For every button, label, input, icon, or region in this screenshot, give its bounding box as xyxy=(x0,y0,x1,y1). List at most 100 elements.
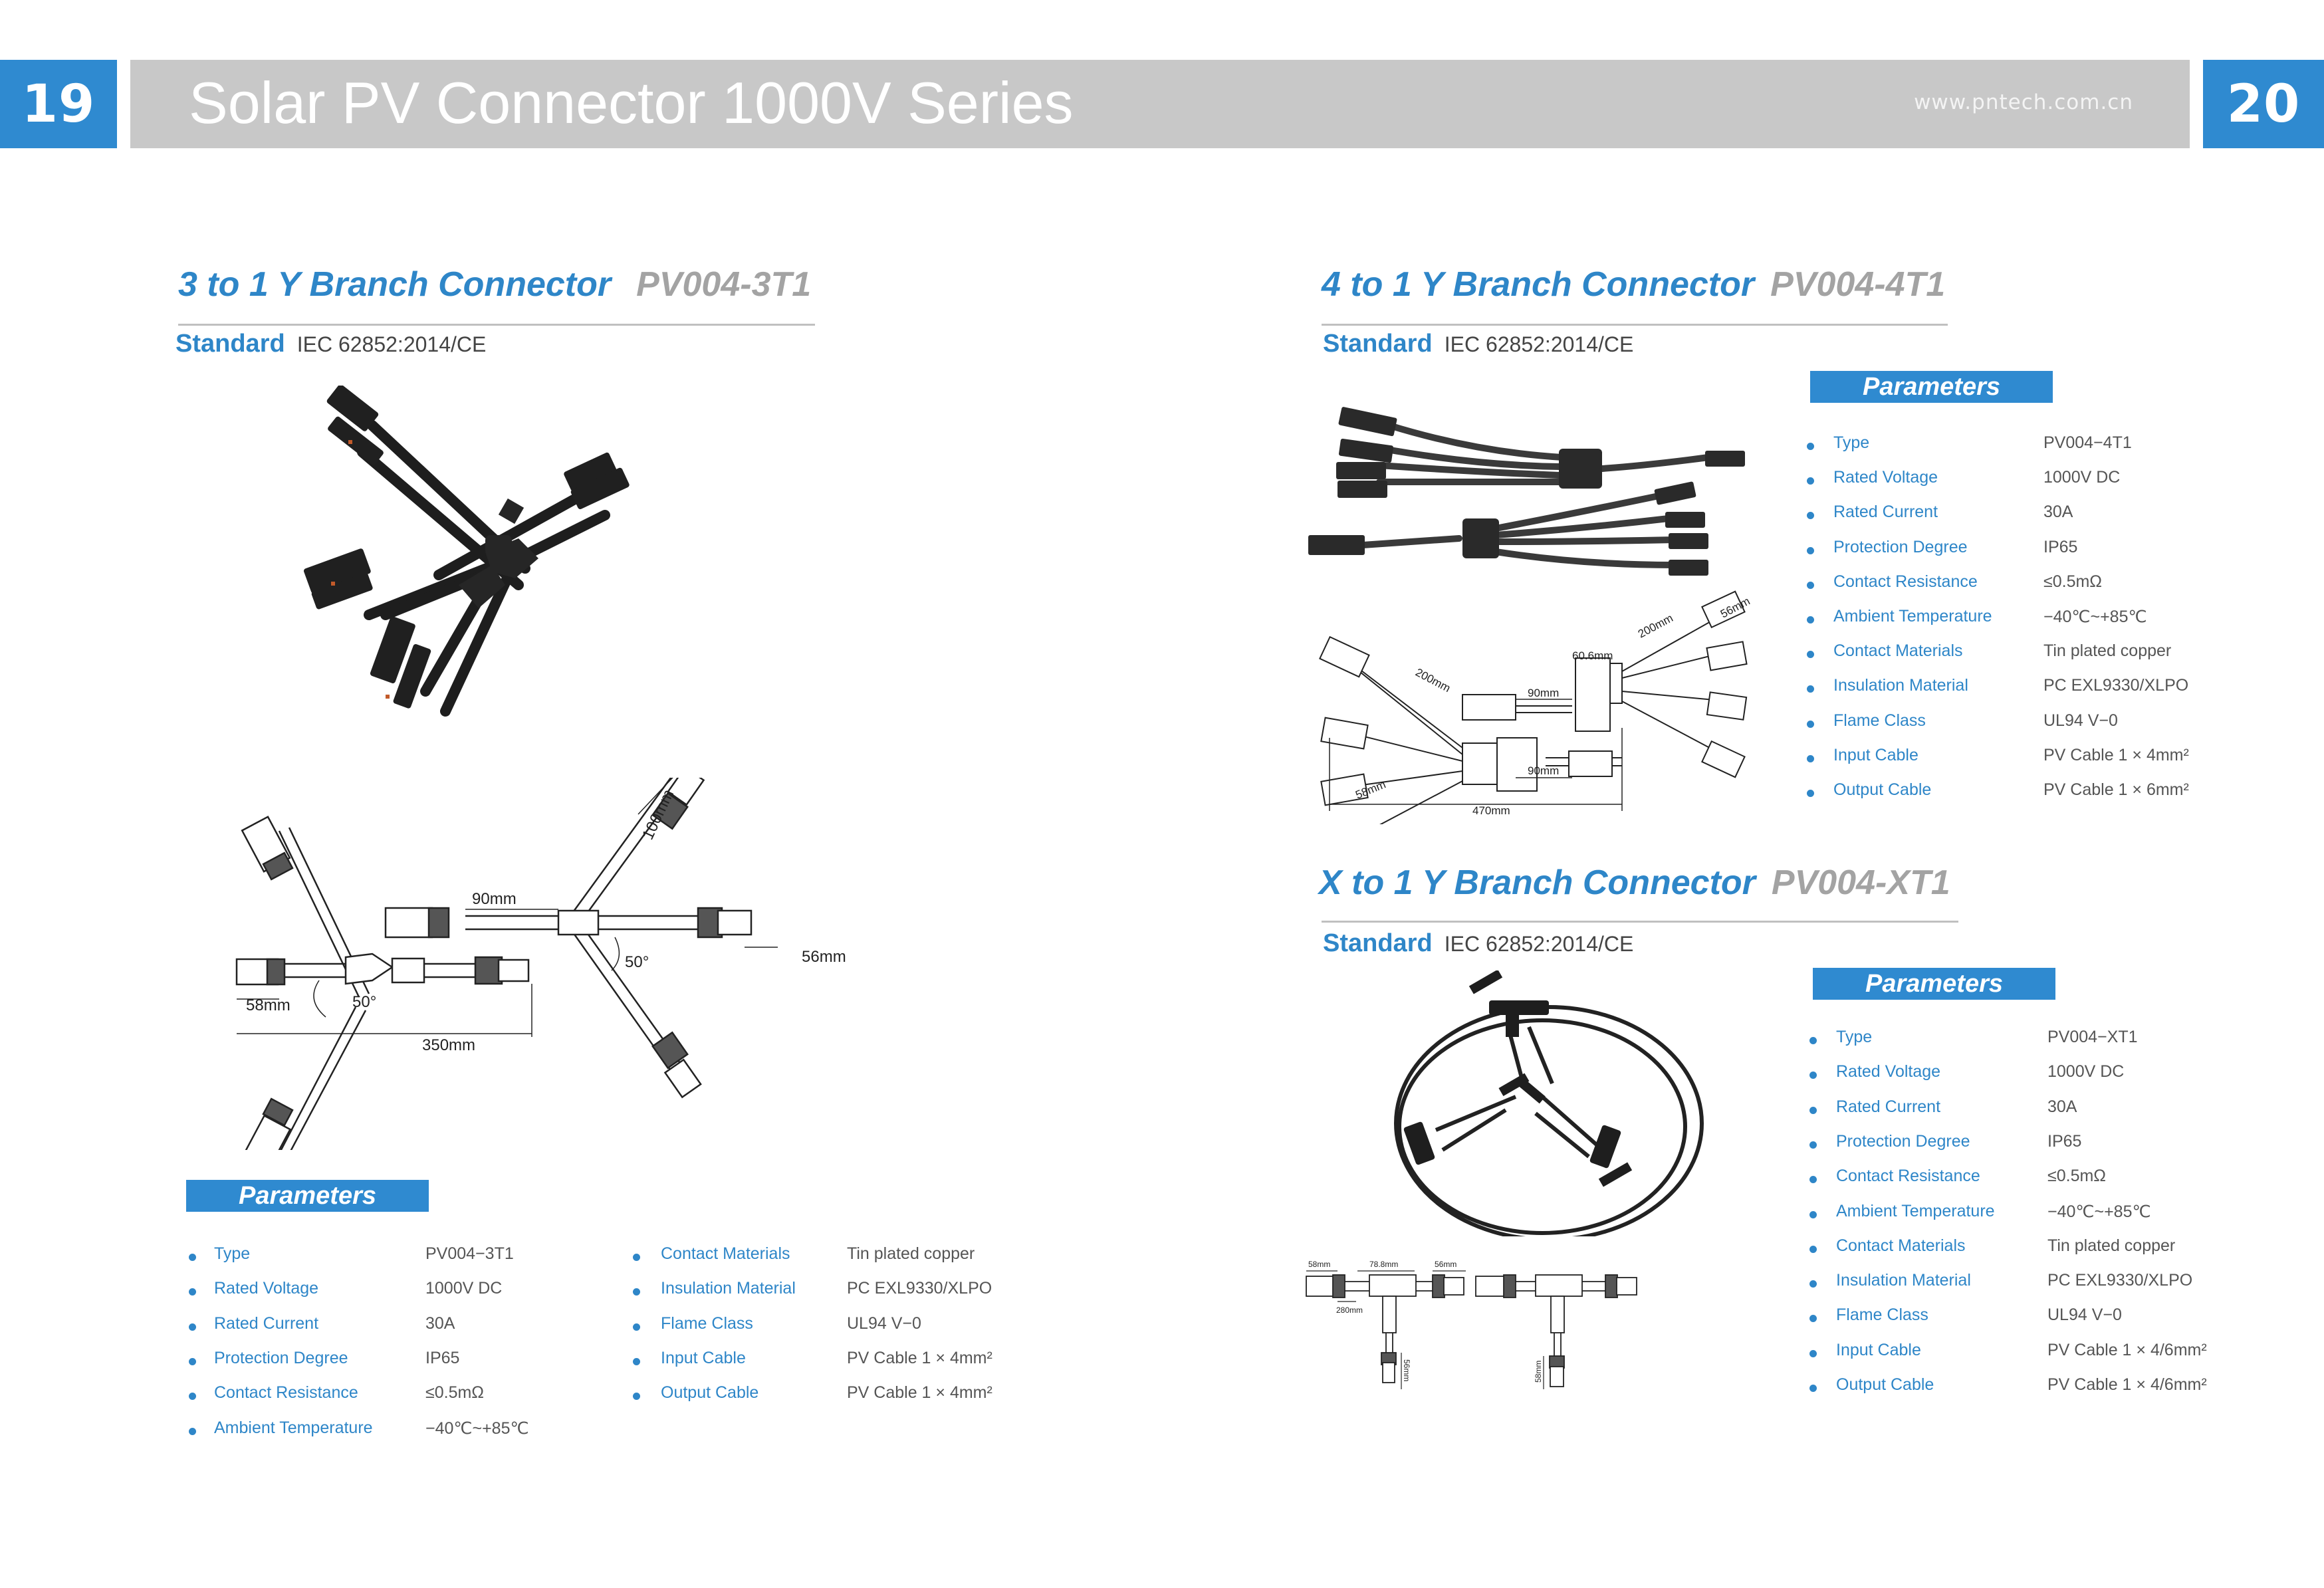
parameter-row: Contact Resistance≤0.5mΩ xyxy=(189,1383,721,1410)
bullet-icon xyxy=(1809,1245,1817,1253)
parameter-label: Flame Class xyxy=(1833,711,1926,730)
parameter-label: Contact Resistance xyxy=(1836,1167,1980,1186)
bullet-icon xyxy=(633,1357,640,1365)
parameter-value: 30A xyxy=(425,1313,455,1333)
product-code: PV004-XT1 xyxy=(1771,863,1950,902)
parameter-value: PC EXL9330/XLPO xyxy=(2043,676,2189,695)
parameter-row: Input Cable PV Cable 1 × 4mm² xyxy=(1807,746,2324,772)
parameter-label: Input Cable xyxy=(661,1348,746,1367)
dim-drop-male: 56mm xyxy=(1402,1359,1411,1381)
parameter-value: ≤0.5mΩ xyxy=(2047,1167,2106,1186)
parameter-value: IP65 xyxy=(2047,1131,2082,1151)
parameter-row: Ambient Temperature−40℃~+85℃ xyxy=(1809,1202,2324,1228)
parameter-value: PC EXL9330/XLPO xyxy=(2047,1271,2193,1290)
bullet-icon xyxy=(1807,754,1814,762)
technical-drawing-xt1: 58mm 78.8mm 56mm 280mm 56mm 58mm xyxy=(1306,1260,1637,1389)
dim-angle-right: 50° xyxy=(625,953,649,971)
standard-value: IEC 62852:2014/CE xyxy=(296,332,487,356)
product-code: PV004-3T1 xyxy=(636,265,812,304)
standard-value: IEC 62852:2014/CE xyxy=(1444,332,1634,356)
bullet-icon xyxy=(1809,1210,1817,1218)
bullet-icon xyxy=(1809,1037,1817,1044)
parameter-value: −40℃~+85℃ xyxy=(2043,608,2147,626)
bullet-icon xyxy=(1807,720,1814,728)
parameter-value: 1000V DC xyxy=(425,1279,503,1298)
bullet-icon xyxy=(1807,512,1814,520)
bullet-icon xyxy=(1807,651,1814,659)
dim-drop-female: 58mm xyxy=(1534,1361,1543,1383)
header-bar: Solar PV Connector 1000V Series www.pnte… xyxy=(130,60,2190,148)
product-photo-4t1 xyxy=(1308,407,1745,576)
standard-value: IEC 62852:2014/CE xyxy=(1444,932,1634,956)
parameter-value: PV Cable 1 × 4mm² xyxy=(847,1383,992,1403)
parameter-label: Rated Current xyxy=(1836,1097,1941,1116)
bullet-icon xyxy=(1809,1106,1817,1114)
website-link[interactable]: www.pntech.com.cn xyxy=(1914,90,2133,114)
bullet-icon xyxy=(633,1323,640,1331)
parameter-value: IP65 xyxy=(2043,537,2078,556)
bullet-icon xyxy=(189,1323,196,1331)
standard-label: Standard xyxy=(175,330,285,358)
parameter-value: PV004−XT1 xyxy=(2047,1028,2138,1046)
dim-male-connector: 56mm xyxy=(1435,1260,1456,1269)
parameter-label: Contact Materials xyxy=(661,1244,790,1263)
bullet-icon xyxy=(1807,443,1814,450)
parameter-row: Type PV004−4T1 xyxy=(1807,433,2324,460)
dim-male-connector: 56mm xyxy=(802,948,846,966)
parameter-label: Rated Current xyxy=(214,1313,319,1333)
bullet-icon xyxy=(1807,477,1814,485)
dim-branch-left: 200mm xyxy=(1413,666,1452,695)
parameter-value: ≤0.5mΩ xyxy=(2043,572,2102,591)
parameter-label: Rated Voltage xyxy=(1836,1062,1941,1081)
dim-female-connector: 58mm xyxy=(246,996,290,1014)
dim-overall: 470mm xyxy=(1472,804,1510,817)
bullet-icon xyxy=(189,1393,196,1401)
parameter-value: PV004−3T1 xyxy=(425,1244,514,1263)
parameter-label: Insulation Material xyxy=(1836,1271,1971,1290)
parameter-label: Rated Voltage xyxy=(1833,468,1938,487)
parameter-row: Ambient Temperature−40℃~+85℃ xyxy=(189,1418,721,1445)
parameter-label: Ambient Temperature xyxy=(214,1418,373,1437)
technical-drawing-3t1: 90mm 100mm 50° 56mm 58mm 50° 350mm xyxy=(235,778,846,1150)
parameter-label: Protection Degree xyxy=(214,1348,348,1367)
dim-overall: 350mm xyxy=(422,1036,475,1054)
parameter-row: Protection Degree IP65 xyxy=(189,1349,721,1375)
parameter-label: Contact Materials xyxy=(1833,641,1963,661)
bullet-icon xyxy=(1807,546,1814,554)
parameter-label: Rated Voltage xyxy=(214,1279,319,1298)
bullet-icon xyxy=(633,1254,640,1261)
parameter-row: Rated Current 30A xyxy=(189,1314,721,1341)
parameter-row: Type PV004−3T1 xyxy=(189,1244,721,1271)
parameter-value: UL94 V−0 xyxy=(847,1313,921,1333)
parameter-label: Type xyxy=(1833,433,1870,452)
bullet-icon xyxy=(1807,581,1814,589)
bullet-icon xyxy=(189,1427,196,1435)
parameter-label: Type xyxy=(214,1244,251,1263)
parameter-row: Insulation Material PC EXL9330/XLPO xyxy=(1809,1271,2324,1298)
parameter-row: Contact Resistance ≤0.5mΩ xyxy=(1809,1167,2324,1193)
parameter-value: PV004−4T1 xyxy=(2043,433,2132,452)
parameter-row: Rated Voltage 1000V DC xyxy=(189,1279,721,1305)
parameter-label: Output Cable xyxy=(1833,780,1932,799)
parameter-value: −40℃~+85℃ xyxy=(2047,1202,2151,1221)
parameter-label: Insulation Material xyxy=(661,1279,796,1298)
product-photo-3t1 xyxy=(304,386,630,717)
parameter-label: Input Cable xyxy=(1833,745,1918,764)
bullet-icon xyxy=(633,1393,640,1401)
parameter-value: IP65 xyxy=(425,1348,460,1367)
left-page-number: 19 xyxy=(0,60,117,148)
bullet-icon xyxy=(189,1288,196,1296)
parameter-value: PV Cable 1 × 4mm² xyxy=(2043,745,2189,764)
parameter-label: Rated Current xyxy=(1833,503,1938,522)
